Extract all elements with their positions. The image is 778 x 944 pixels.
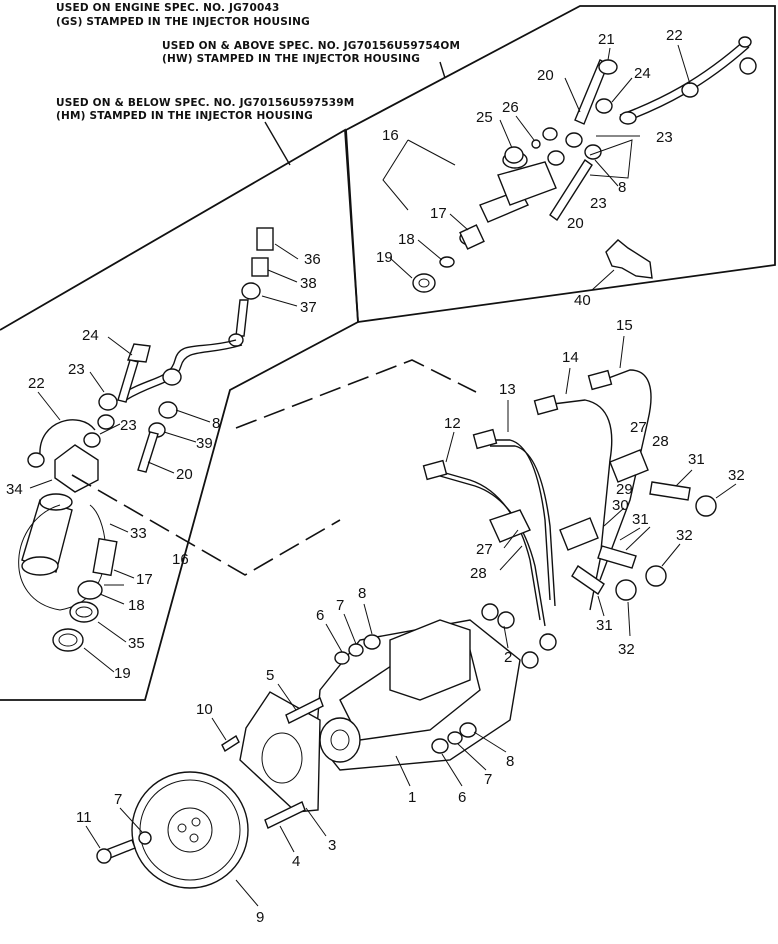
callout-32c: 32 (618, 641, 635, 658)
callout-27: 27 (630, 419, 647, 436)
callout-23: 23 (656, 129, 673, 146)
callout-5: 5 (266, 667, 274, 684)
callout-23c: 23 (68, 361, 85, 378)
callout-34: 34 (6, 481, 23, 498)
inset-frame-left (0, 128, 359, 701)
callout-31c: 31 (596, 617, 613, 634)
callout-38: 38 (300, 275, 317, 292)
callout-4: 4 (292, 853, 300, 870)
callout-labels: 21 22 20 24 16 25 26 23 8 23 17 20 18 19… (6, 27, 745, 926)
callout-11: 11 (76, 809, 92, 826)
callout-8b: 8 (212, 415, 220, 432)
callout-23d: 23 (120, 417, 137, 434)
note-below-spec-line1: USED ON & BELOW SPEC. NO. JG70156U597539… (56, 97, 354, 109)
callout-17b: 17 (136, 571, 153, 588)
callout-13: 13 (499, 381, 516, 398)
callout-31b: 31 (632, 511, 649, 528)
callout-6b: 6 (458, 789, 466, 806)
callout-19b: 19 (114, 665, 131, 682)
callout-16b: 16 (172, 551, 189, 568)
note-above-spec-line2: (HW) STAMPED IN THE INJECTOR HOUSING (162, 53, 420, 65)
note-below-spec-line2: (HM) STAMPED IN THE INJECTOR HOUSING (56, 110, 313, 122)
callout-29: 29 (616, 481, 633, 498)
dashed-link-lower (71, 474, 341, 576)
callout-27b: 27 (476, 541, 493, 558)
dashed-link-upper (235, 359, 477, 429)
callout-20b: 20 (567, 215, 584, 232)
callout-40: 40 (574, 292, 591, 309)
callout-31: 31 (688, 451, 705, 468)
callout-39: 39 (196, 435, 213, 452)
drive-gear (131, 771, 249, 889)
main-assembly (96, 369, 717, 889)
callout-19: 19 (376, 249, 393, 266)
callout-35: 35 (128, 635, 145, 652)
callout-32: 32 (728, 467, 745, 484)
left-inset-parts (18, 227, 274, 652)
callout-20: 20 (537, 67, 554, 84)
right-inset-parts (382, 36, 757, 293)
note-leader-left (264, 121, 291, 166)
callout-10: 10 (196, 701, 213, 718)
callout-32b: 32 (676, 527, 693, 544)
callout-21: 21 (598, 31, 615, 48)
callout-7b: 7 (484, 771, 492, 788)
callout-14: 14 (562, 349, 579, 366)
note-above-spec-line1: USED ON & ABOVE SPEC. NO. JG70156U59754O… (162, 40, 460, 52)
note-engine-spec-line1: USED ON ENGINE SPEC. NO. JG70043 (56, 2, 279, 14)
callout-36: 36 (304, 251, 321, 268)
callout-28: 28 (652, 433, 669, 450)
note-leader-right (439, 61, 446, 79)
callout-3: 3 (328, 837, 336, 854)
callout-25: 25 (476, 109, 493, 126)
callout-37: 37 (300, 299, 317, 316)
callout-24b: 24 (82, 327, 99, 344)
callout-18b: 18 (128, 597, 145, 614)
callout-22b: 22 (28, 375, 45, 392)
note-engine-spec-line2: (GS) STAMPED IN THE INJECTOR HOUSING (56, 16, 310, 28)
callout-33: 33 (130, 525, 147, 542)
callout-leaders (29, 44, 737, 907)
callout-20c: 20 (176, 466, 193, 483)
callout-18: 18 (398, 231, 415, 248)
callout-22: 22 (666, 27, 683, 44)
callout-8d: 8 (506, 753, 514, 770)
callout-26: 26 (502, 99, 519, 116)
callout-28b: 28 (470, 565, 487, 582)
callout-9: 9 (256, 909, 264, 926)
callout-7c: 7 (114, 791, 122, 808)
callout-7: 7 (336, 597, 344, 614)
callout-6: 6 (316, 607, 324, 624)
callout-1: 1 (408, 789, 416, 806)
callout-15: 15 (616, 317, 633, 334)
callout-17: 17 (430, 205, 447, 222)
callout-8: 8 (618, 179, 626, 196)
callout-16: 16 (382, 127, 399, 144)
callout-12: 12 (444, 415, 461, 432)
callout-8c: 8 (358, 585, 366, 602)
callout-23b: 23 (590, 195, 607, 212)
callout-30: 30 (612, 497, 629, 514)
callout-24: 24 (634, 65, 651, 82)
callout-2: 2 (504, 649, 512, 666)
